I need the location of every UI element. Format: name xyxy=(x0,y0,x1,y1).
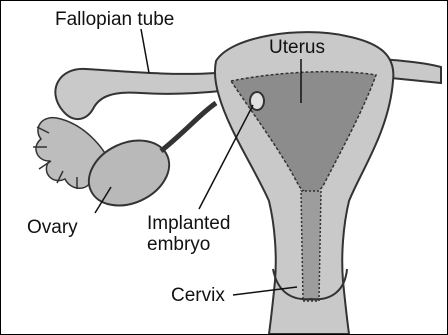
label-cervix: Cervix xyxy=(171,285,225,306)
label-ovary: Ovary xyxy=(27,217,78,238)
label-uterus: Uterus xyxy=(269,37,325,58)
implanted-embryo-leader xyxy=(199,105,253,209)
fallopian-tube xyxy=(55,69,221,119)
fallopian-tube-leader xyxy=(141,29,149,73)
cervical-canal xyxy=(301,191,321,301)
ovarian-ligament xyxy=(161,103,216,151)
label-fallopian-tube: Fallopian tube xyxy=(55,9,174,30)
label-implanted: Implanted xyxy=(147,213,230,234)
label-embryo: embryo xyxy=(147,234,210,255)
